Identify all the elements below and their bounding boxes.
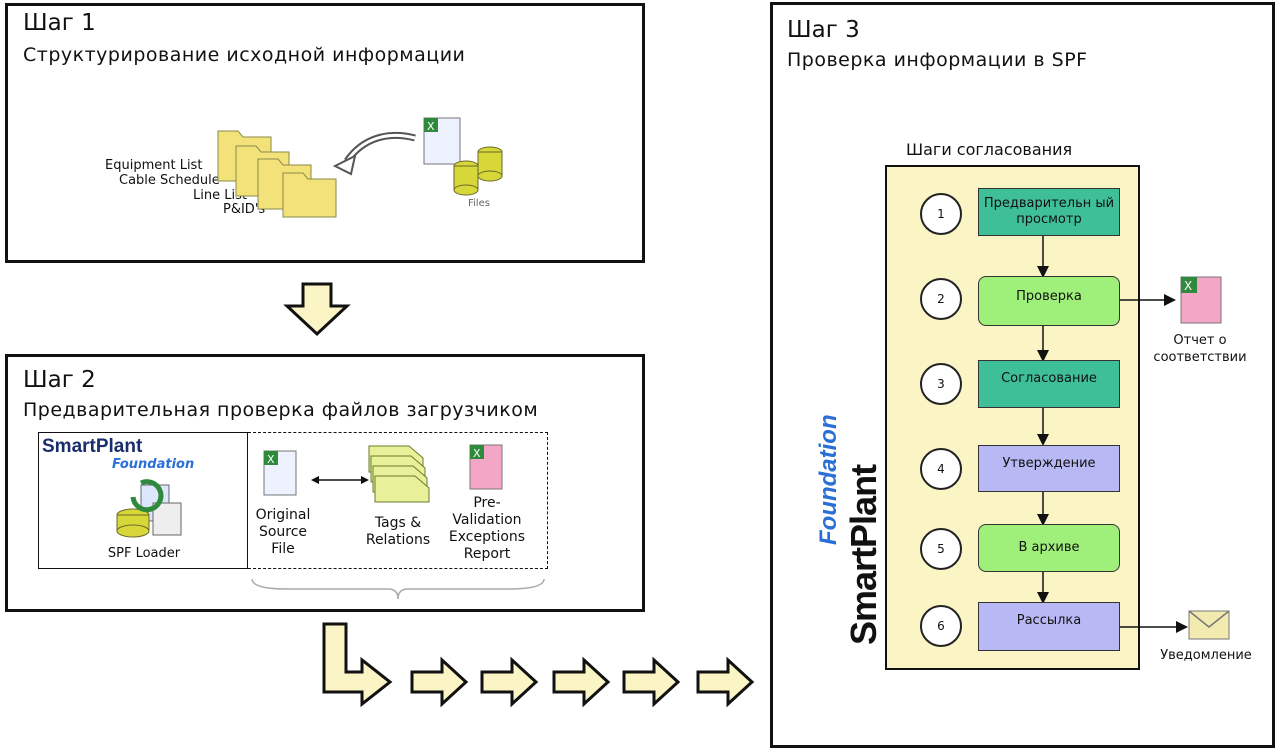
notification-label: Уведомление (1160, 648, 1252, 663)
step1-title: Шаг 1 (23, 10, 96, 36)
step1-subtitle: Структурирование исходной информации (23, 44, 466, 66)
files-label: Files (468, 198, 490, 209)
step2-title: Шаг 2 (23, 367, 96, 393)
step-node-2: Проверка (978, 276, 1120, 326)
step-node-6: Рассылка (978, 602, 1120, 651)
original-file-icon: X (263, 450, 297, 496)
step-circle-4: 4 (920, 448, 962, 490)
folder-label-line: Line List (193, 188, 247, 203)
tags-relations-icon (368, 445, 430, 503)
spf-loader-panel: SmartPlant Foundation SPF Loader (38, 432, 248, 569)
step-node-5: В архиве (978, 524, 1120, 572)
step-node-1: Предварительн ый просмотр (978, 188, 1120, 236)
step-circle-6: 6 (920, 605, 962, 647)
approval-panel (885, 165, 1140, 670)
step3-subtitle: Проверка информации в SPF (787, 49, 1088, 71)
down-arrow-icon (283, 282, 351, 337)
step-circle-5: 5 (920, 528, 962, 570)
step3-title: Шаг 3 (787, 17, 860, 43)
step1-box: Шаг 1 Структурирование исходной информац… (5, 3, 645, 263)
folder-label-pid: P&ID's (223, 202, 266, 217)
step-connectors (1037, 235, 1188, 633)
svg-text:X: X (1184, 279, 1192, 293)
step-node-3: Согласование (978, 360, 1120, 408)
report-icon: X (469, 444, 503, 490)
step-circle-1: 1 (920, 193, 962, 235)
smartplant-logo: SmartPlant (42, 436, 143, 457)
step2-subtitle: Предварительная проверка файлов загрузчи… (23, 399, 539, 421)
step-node-4: Утверждение (978, 445, 1120, 492)
original-file-label: Original Source File (255, 507, 311, 557)
validation-dashed-box (248, 432, 548, 569)
step3-box: Шаг 3 Проверка информации в SPF Шаги сог… (770, 2, 1275, 748)
folder-label-cable: Cable Schedule (119, 173, 220, 188)
excel-database-icon: X (423, 117, 503, 196)
report-label: Pre-Validation Exceptions Report (448, 495, 526, 562)
flow-arrows (322, 622, 755, 708)
compliance-report-icon: X (1180, 276, 1222, 324)
spf-loader-label: SPF Loader (107, 546, 181, 561)
step2-box: Шаг 2 Предварительная проверка файлов за… (5, 354, 645, 612)
svg-text:X: X (267, 453, 275, 466)
envelope-icon (1188, 610, 1230, 640)
folder-stack-icon (217, 130, 337, 218)
brace-icon (251, 578, 545, 600)
step-circle-2: 2 (920, 278, 962, 320)
svg-text:X: X (473, 447, 481, 460)
step-circle-3: 3 (920, 363, 962, 405)
folder-label-equipment: Equipment List (105, 158, 203, 173)
compliance-report-label: Отчет о соответствии (1153, 333, 1247, 365)
panel-title: Шаги согласования (906, 140, 1073, 159)
double-arrow-icon (311, 476, 369, 484)
curved-arrow-icon (332, 131, 416, 176)
svg-text:X: X (427, 120, 435, 133)
tags-relations-label: Tags & Relations (365, 515, 431, 548)
foundation-logo: Foundation (112, 457, 195, 472)
loader-icon (116, 479, 182, 538)
